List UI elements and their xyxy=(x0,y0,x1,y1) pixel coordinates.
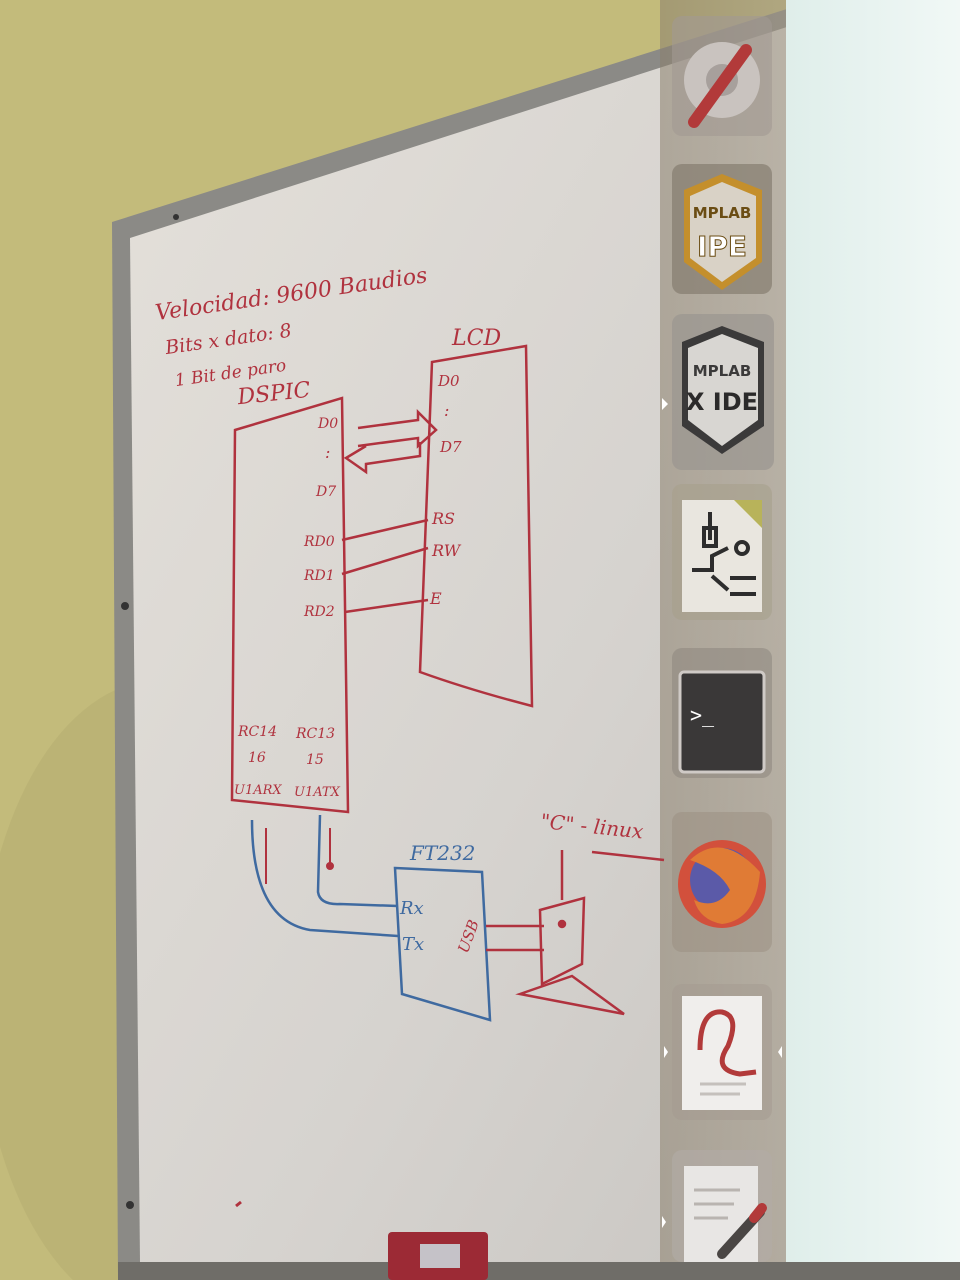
dspic-pin-rd0: RD0 xyxy=(303,534,335,550)
lcd-pin-dots: : xyxy=(444,401,449,420)
uart-lines xyxy=(250,814,399,938)
lcd-pin-d7: D7 xyxy=(439,438,462,456)
dspic-pin-d7: D7 xyxy=(315,484,336,500)
ft232-title: FT232 xyxy=(409,841,475,865)
dock-terminal[interactable]: >_ xyxy=(672,648,772,778)
xide-label-main: X IDE xyxy=(686,388,758,416)
circuit-icon xyxy=(692,512,756,596)
dspic-pin-rd1: RD1 xyxy=(303,568,335,584)
dock-document-viewer[interactable] xyxy=(664,984,782,1120)
lcd-block: LCD D0 : D7 RS RW E xyxy=(418,326,534,708)
dock-mplab-ipe[interactable]: MPLAB IPE xyxy=(672,164,772,294)
dspic-pin-dots: : xyxy=(325,443,330,462)
dock-firefox[interactable] xyxy=(672,812,772,952)
projected-screen xyxy=(786,0,960,1262)
text-editor-icon xyxy=(694,1188,767,1259)
dock-settings-tool[interactable] xyxy=(672,16,772,136)
ipe-label-top: MPLAB xyxy=(693,204,752,222)
dock-text-editor[interactable] xyxy=(662,1150,772,1262)
firefox-icon xyxy=(678,840,766,928)
pc-sketch xyxy=(515,850,625,1016)
marker-tray xyxy=(118,1262,960,1280)
wrench-gear-icon xyxy=(684,42,760,128)
document-icon xyxy=(697,1009,757,1077)
lcd-title: LCD xyxy=(451,326,501,351)
dspic-pin-rc14: RC14 xyxy=(237,724,277,740)
dspic-pin-d0: D0 xyxy=(317,416,338,432)
ft232-tx: Tx xyxy=(402,934,424,955)
data-bus-arrow xyxy=(343,408,438,475)
dspic-num-16: 16 xyxy=(248,750,266,766)
dspic-pin-rc13: RC13 xyxy=(295,726,335,742)
ft232-rx: Rx xyxy=(399,898,424,919)
terminal-prompt: >_ xyxy=(690,703,715,727)
ipe-label-main: IPE xyxy=(697,230,747,263)
dock-schematic-editor[interactable] xyxy=(672,484,772,620)
usb-lines xyxy=(486,924,544,952)
lcd-pin-rw: RW xyxy=(431,541,462,560)
dspic-pin-rd2: RD2 xyxy=(303,604,335,620)
dock-mplab-xide[interactable]: MPLAB X IDE xyxy=(662,314,774,470)
lcd-pin-rs: RS xyxy=(431,509,455,528)
xide-label-top: MPLAB xyxy=(693,362,752,380)
dspic-u1atx: U1ATX xyxy=(294,785,341,800)
lcd-pin-e: E xyxy=(429,589,442,608)
lcd-pin-d0: D0 xyxy=(437,372,460,390)
control-lines xyxy=(341,518,429,614)
whiteboard xyxy=(130,26,790,1262)
dspic-num-15: 15 xyxy=(306,752,324,768)
dspic-u1arx: U1ARX xyxy=(234,783,282,798)
